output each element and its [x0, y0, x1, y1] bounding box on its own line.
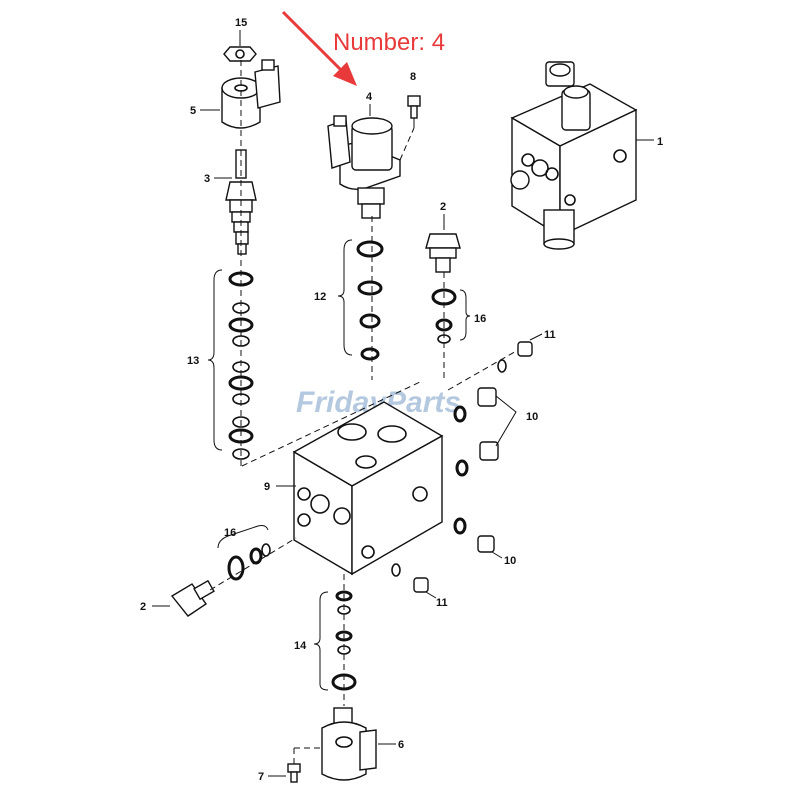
seal-kit-16-lower: [227, 543, 271, 581]
callout-9: 9: [264, 481, 270, 493]
part-2-plug-upper: [425, 233, 461, 273]
callout-13: 13: [187, 355, 199, 367]
part-6-solenoid-lower: [321, 707, 377, 781]
callout-12: 12: [314, 291, 326, 303]
callout-16-upper: 16: [474, 313, 486, 325]
part-11-plug-top: [517, 341, 533, 357]
leader-11-upper: [529, 333, 543, 341]
assembly-line-11-top: [447, 349, 519, 391]
callout-2-upper: 2: [440, 201, 446, 213]
assembly-line-2-lower: [209, 537, 297, 591]
leader-10-lower: [491, 551, 503, 559]
part-10-fitting-mid: [479, 441, 499, 461]
leader-11-lower: [425, 591, 437, 599]
bracket-16-upper: [459, 289, 471, 341]
part-8-bolt: [407, 95, 421, 119]
part-7-screw: [287, 763, 301, 783]
part-15-nut: [223, 46, 257, 62]
seal-kit-16-upper: [431, 288, 457, 344]
seal-10-low: [453, 517, 467, 535]
callout-1: 1: [657, 136, 663, 148]
seal-10-mid: [455, 459, 469, 477]
callout-11-upper: 11: [544, 329, 556, 341]
callout-11-lower: 11: [436, 597, 448, 609]
callout-10-upper: 10: [526, 411, 538, 423]
callout-14: 14: [294, 640, 307, 652]
seal-11-top: [497, 359, 507, 373]
seal-kit-14: [331, 590, 357, 691]
callout-2-lower: 2: [140, 601, 146, 613]
part-11-plug-low: [413, 577, 429, 593]
assembly-line-block: [241, 381, 421, 467]
part-1-valve-assembly: [510, 61, 638, 250]
bracket-16-lower: [217, 525, 269, 549]
part-10-fitting-low: [477, 535, 495, 553]
assembly-line-8: [399, 127, 415, 161]
bracket-13: [207, 269, 223, 451]
callout-4: 4: [366, 91, 373, 103]
annotation-label: Number: 4: [333, 29, 445, 56]
callout-5: 5: [190, 105, 196, 117]
part-4-solenoid-valve: [327, 115, 401, 219]
part-9-manifold-block: [292, 401, 444, 576]
leader-10-group: [495, 395, 517, 447]
seal-kit-13: [228, 271, 254, 460]
seal-11-low: [391, 563, 401, 577]
annotation-arrow: [281, 10, 357, 86]
part-2-plug-lower: [170, 579, 215, 617]
seal-kit-12: [356, 240, 384, 361]
callout-3: 3: [204, 173, 210, 185]
bracket-14: [313, 591, 329, 691]
callout-8: 8: [410, 71, 416, 83]
callout-16-lower: 16: [224, 527, 236, 539]
bracket-12: [337, 239, 353, 356]
callout-10-lower: 10: [504, 555, 516, 567]
part-5-coil: [221, 59, 281, 129]
callout-7: 7: [258, 771, 264, 783]
part-10-fitting-top: [477, 387, 497, 407]
seal-10-top: [453, 405, 467, 423]
callout-6: 6: [398, 739, 404, 751]
callout-15: 15: [235, 17, 247, 29]
